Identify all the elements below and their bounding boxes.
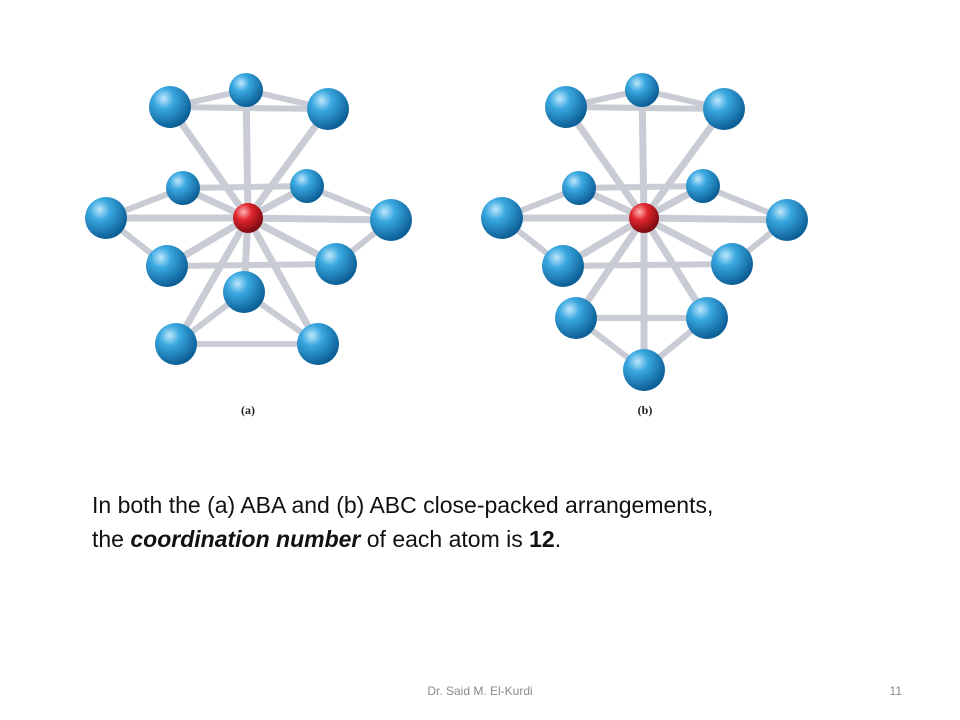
coordination-number-term: coordination number xyxy=(130,526,361,552)
neighbour-atom xyxy=(85,197,127,239)
bond xyxy=(166,103,252,222)
structure-b-ccp xyxy=(481,73,808,391)
bond xyxy=(562,103,648,222)
neighbour-atom xyxy=(481,197,523,239)
neighbour-atom xyxy=(766,199,808,241)
neighbour-atom xyxy=(149,86,191,128)
caption-line-2: the coordination number of each atom is … xyxy=(92,522,892,556)
bond xyxy=(640,105,728,222)
caption-line-2-middle: of each atom is xyxy=(360,526,530,552)
neighbour-atom xyxy=(625,73,659,107)
central-atom xyxy=(629,203,659,233)
bond xyxy=(244,214,322,348)
neighbour-atom xyxy=(307,88,349,130)
neighbour-atom xyxy=(229,73,263,107)
structure-a-hcp xyxy=(85,73,412,365)
bond xyxy=(172,214,252,348)
neighbour-atom xyxy=(155,323,197,365)
bond xyxy=(638,86,648,222)
close-packing-figure: (a) (b) xyxy=(60,40,900,440)
bond xyxy=(640,214,791,224)
caption-line-1: In both the (a) ABA and (b) ABC close-pa… xyxy=(92,492,714,518)
neighbour-atom xyxy=(686,297,728,339)
neighbour-atom xyxy=(166,171,200,205)
central-atom xyxy=(233,203,263,233)
neighbour-atom xyxy=(686,169,720,203)
neighbour-atom xyxy=(542,245,584,287)
figure-label-a: (a) xyxy=(241,403,255,417)
coordination-number-value: 12 xyxy=(529,526,555,552)
caption-line-2-suffix: . xyxy=(554,526,562,552)
footer-author: Dr. Said M. El-Kurdi xyxy=(427,684,533,698)
neighbour-atom xyxy=(297,323,339,365)
neighbour-atom xyxy=(555,297,597,339)
neighbour-atom xyxy=(223,271,265,313)
neighbour-atom xyxy=(545,86,587,128)
close-packing-diagram: (a) (b) xyxy=(85,73,808,417)
neighbour-atom xyxy=(146,245,188,287)
neighbour-atom xyxy=(562,171,596,205)
neighbour-atom xyxy=(315,243,357,285)
bond xyxy=(242,86,252,222)
figure-label-b: (b) xyxy=(638,403,653,417)
caption-text: In both the (a) ABA and (b) ABC close-pa… xyxy=(92,488,892,556)
neighbour-atom xyxy=(370,199,412,241)
bond xyxy=(164,261,339,269)
slide-number: 11 xyxy=(889,684,902,698)
bond xyxy=(244,214,395,224)
neighbour-atom xyxy=(290,169,324,203)
neighbour-atom xyxy=(711,243,753,285)
neighbour-atom xyxy=(623,349,665,391)
neighbour-atom xyxy=(703,88,745,130)
caption-line-2-prefix: the xyxy=(92,526,131,552)
bond xyxy=(244,105,332,222)
